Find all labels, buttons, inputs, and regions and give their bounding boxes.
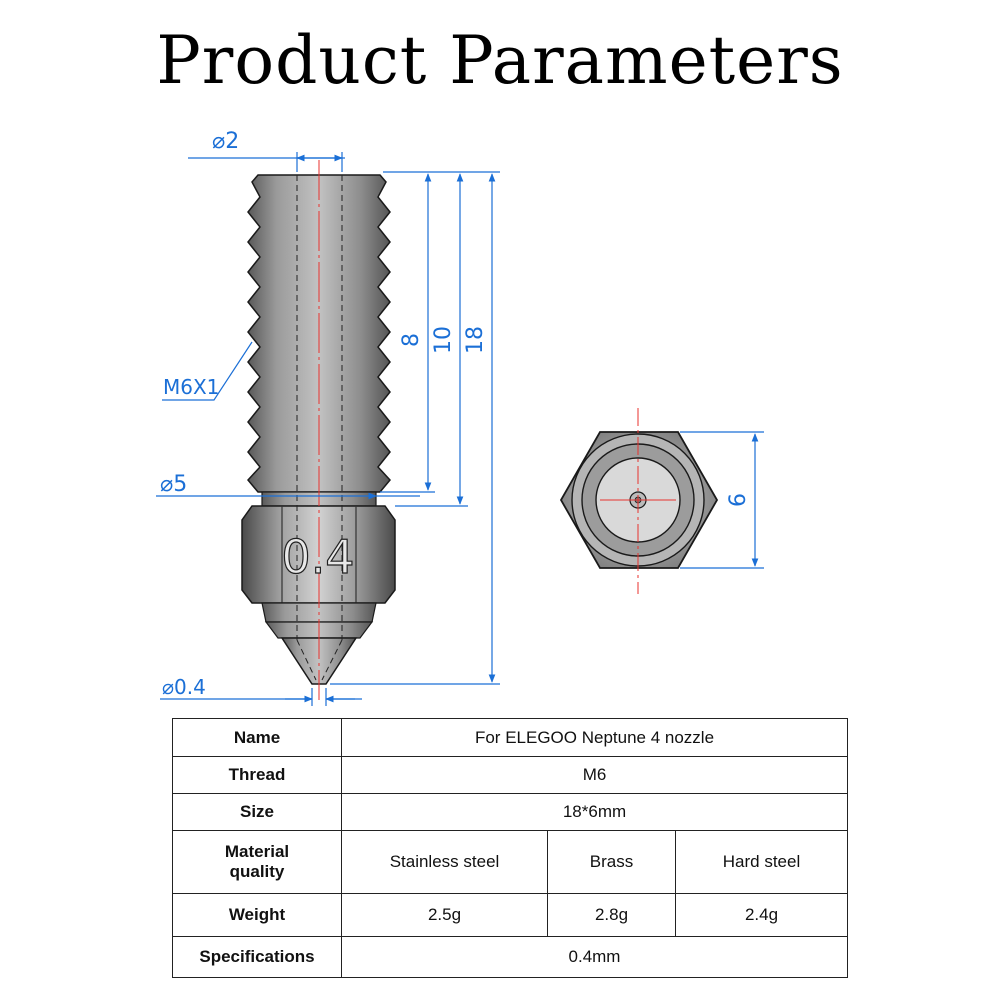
table-row: Specifications 0.4mm bbox=[172, 936, 848, 978]
table-row: Material quality Stainless steel Brass H… bbox=[172, 830, 848, 894]
row-label: Material quality bbox=[172, 830, 342, 894]
dim-length-total: 18 bbox=[463, 326, 488, 354]
table-row: Thread M6 bbox=[172, 756, 848, 794]
dim-length-thread: 8 bbox=[399, 333, 424, 347]
row-value: For ELEGOO Neptune 4 nozzle bbox=[341, 718, 848, 757]
row-label-line: quality bbox=[229, 862, 285, 881]
row-label: Thread bbox=[172, 756, 342, 794]
table-row: Size 18*6mm bbox=[172, 793, 848, 831]
page-title: Product Parameters bbox=[156, 22, 844, 99]
table-row: Weight 2.5g 2.8g 2.4g bbox=[172, 893, 848, 937]
row-label: Size bbox=[172, 793, 342, 831]
end-view-dimensions bbox=[680, 431, 764, 569]
row-value: 0.4mm bbox=[341, 936, 848, 978]
row-value: Stainless steel bbox=[341, 830, 548, 894]
nozzle-marking: 0.4 bbox=[281, 530, 354, 584]
dim-hex-size: 6 bbox=[726, 493, 751, 507]
parameters-table: Name For ELEGOO Neptune 4 nozzle Thread … bbox=[172, 718, 848, 978]
row-value: Hard steel bbox=[675, 830, 848, 894]
row-value: 2.4g bbox=[675, 893, 848, 937]
nozzle-end-view bbox=[559, 408, 719, 594]
dim-outer-diameter: ⌀5 bbox=[160, 472, 187, 497]
nozzle-side-view: 0.4 bbox=[241, 160, 396, 700]
row-value: 2.5g bbox=[341, 893, 548, 937]
row-label: Weight bbox=[172, 893, 342, 937]
table-row: Name For ELEGOO Neptune 4 nozzle bbox=[172, 718, 848, 757]
row-label: Specifications bbox=[172, 936, 342, 978]
row-value: M6 bbox=[341, 756, 848, 794]
dim-tip-diameter: ⌀0.4 bbox=[162, 675, 206, 699]
row-value: Brass bbox=[547, 830, 676, 894]
dim-length-body: 10 bbox=[431, 326, 456, 354]
side-view-dimensions bbox=[156, 152, 500, 706]
row-label: Name bbox=[172, 718, 342, 757]
nozzle-technical-drawing: 0.4 ⌀2 M6X1 ⌀5 ⌀0.4 8 10 18 bbox=[156, 129, 764, 706]
row-value: 2.8g bbox=[547, 893, 676, 937]
row-value: 18*6mm bbox=[341, 793, 848, 831]
row-label-line: Material bbox=[224, 842, 290, 861]
dim-inner-diameter: ⌀2 bbox=[212, 129, 239, 154]
dim-thread: M6X1 bbox=[163, 375, 219, 399]
